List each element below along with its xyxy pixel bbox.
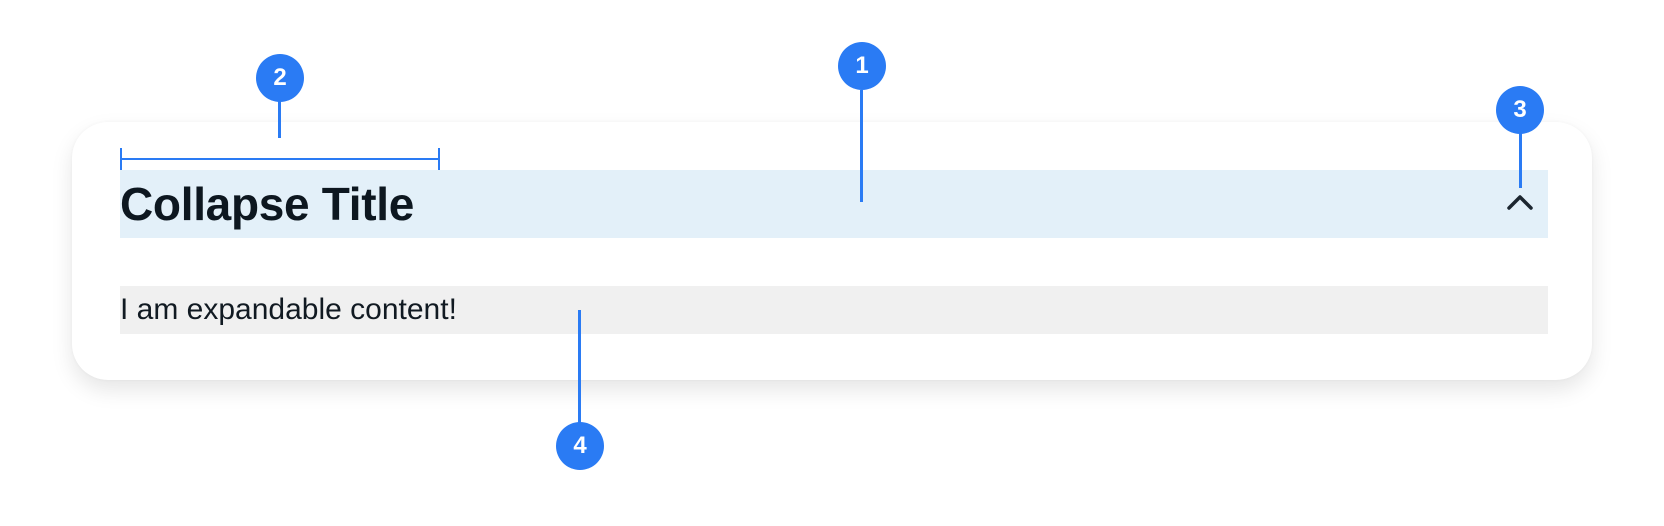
title-width-dimension-tick-right: [438, 148, 440, 170]
annotation-marker-1: 1: [838, 42, 886, 90]
collapse-header[interactable]: Collapse Title: [120, 170, 1548, 238]
annotation-marker-2: 2: [256, 54, 304, 102]
annotation-leader-3: [1519, 130, 1522, 188]
annotation-leader-2: [278, 100, 281, 138]
annotation-marker-4: 4: [556, 422, 604, 470]
annotation-marker-3: 3: [1496, 86, 1544, 134]
title-width-dimension-tick-left: [120, 148, 122, 170]
chevron-up-icon[interactable]: [1506, 192, 1534, 212]
collapse-card: Collapse Title I am expandable content!: [72, 122, 1592, 380]
title-width-dimension-line: [120, 158, 440, 160]
annotation-leader-1: [860, 90, 863, 202]
collapse-content: I am expandable content!: [120, 286, 1548, 334]
annotation-leader-4: [578, 310, 581, 428]
collapse-title: Collapse Title: [120, 178, 415, 230]
collapse-content-text: I am expandable content!: [120, 293, 457, 326]
